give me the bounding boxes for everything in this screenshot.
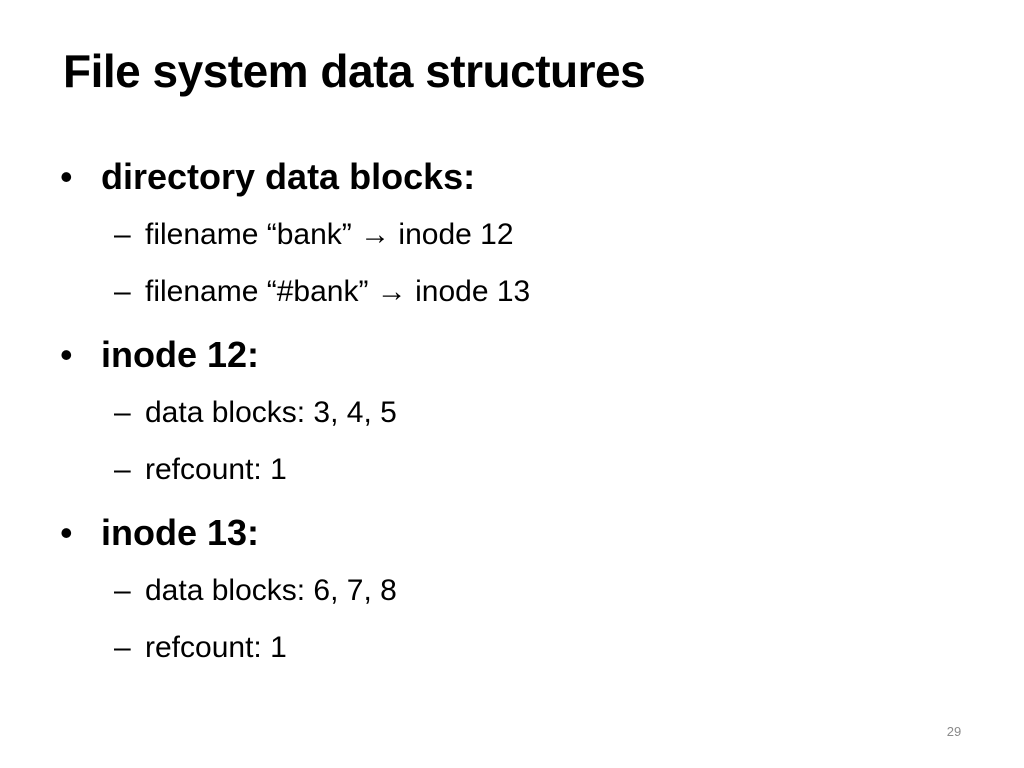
- bullet-list: • directory data blocks: – filename “ban…: [60, 150, 960, 684]
- sub-item: – refcount: 1: [101, 619, 960, 676]
- sub-item-text: refcount: 1: [145, 631, 287, 664]
- sub-item: – refcount: 1: [101, 441, 960, 498]
- dash-icon: –: [114, 275, 131, 308]
- dash-icon: –: [114, 631, 131, 664]
- bullet-dot-icon: •: [60, 334, 73, 375]
- sub-list: – filename “bank” → inode 12 – filename …: [101, 206, 960, 320]
- dash-icon: –: [114, 218, 131, 251]
- bullet-inode-13: • inode 13: – data blocks: 6, 7, 8 – ref…: [60, 506, 960, 676]
- dash-icon: –: [114, 453, 131, 486]
- sub-list: – data blocks: 3, 4, 5 – refcount: 1: [101, 384, 960, 498]
- sub-item-text: filename “#bank” → inode 13: [145, 275, 531, 308]
- page-number: 29: [946, 724, 962, 739]
- sub-item: – data blocks: 6, 7, 8: [101, 562, 960, 619]
- sub-item-text: refcount: 1: [145, 453, 287, 486]
- sub-list: – data blocks: 6, 7, 8 – refcount: 1: [101, 562, 960, 676]
- sub-item-text: filename “bank” → inode 12: [145, 218, 514, 251]
- dash-icon: –: [114, 396, 131, 429]
- bullet-dot-icon: •: [60, 512, 73, 553]
- bullet-dot-icon: •: [60, 156, 73, 197]
- sub-item-text: data blocks: 3, 4, 5: [145, 396, 397, 429]
- bullet-directory-data-blocks: • directory data blocks: – filename “ban…: [60, 150, 960, 320]
- slide-title: File system data structures: [63, 45, 646, 97]
- sub-item-text: data blocks: 6, 7, 8: [145, 574, 397, 607]
- bullet-label: inode 12:: [101, 334, 260, 375]
- bullet-label: directory data blocks:: [101, 156, 476, 197]
- dash-icon: –: [114, 574, 131, 607]
- sub-item: – data blocks: 3, 4, 5: [101, 384, 960, 441]
- sub-item: – filename “bank” → inode 12: [101, 206, 960, 263]
- bullet-inode-12: • inode 12: – data blocks: 3, 4, 5 – ref…: [60, 328, 960, 498]
- bullet-label: inode 13:: [101, 512, 260, 553]
- sub-item: – filename “#bank” → inode 13: [101, 263, 960, 320]
